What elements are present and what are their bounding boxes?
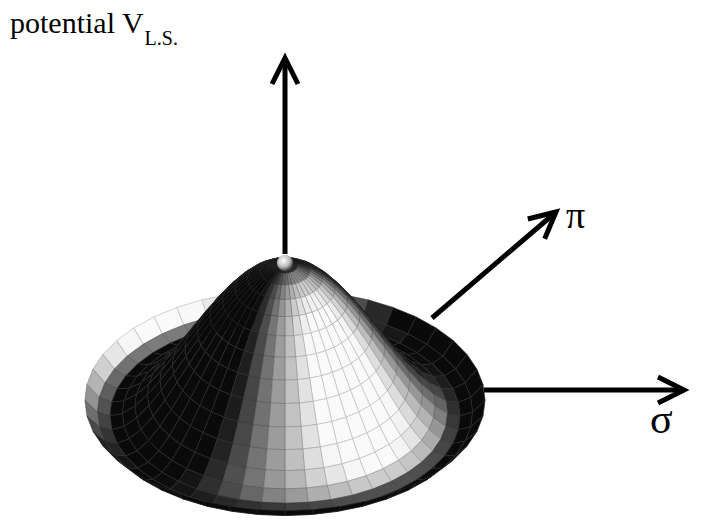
arrow-head xyxy=(272,58,298,84)
axis-label: π xyxy=(566,196,585,234)
surface-facet xyxy=(432,455,455,468)
surface-facet xyxy=(456,431,477,455)
surface-facet xyxy=(154,484,184,499)
surface-facet xyxy=(285,403,301,427)
surface-facet xyxy=(264,470,285,489)
surface-facet xyxy=(243,468,266,488)
axis-line xyxy=(283,58,288,254)
axis-label: σ xyxy=(650,398,673,440)
surface-facet xyxy=(363,493,393,506)
surface-facet xyxy=(250,425,269,449)
surface-facet xyxy=(320,443,342,467)
surface-facet xyxy=(262,488,285,503)
surface-facet xyxy=(280,285,285,300)
surface-facet xyxy=(285,426,303,449)
surface-facet xyxy=(267,426,285,449)
surface-facet xyxy=(87,416,105,441)
surface-facet xyxy=(285,316,294,336)
surface-facet xyxy=(273,357,285,380)
surface-facet xyxy=(278,299,285,316)
surface-facet xyxy=(285,273,289,285)
surface-facet xyxy=(305,468,328,488)
surface-facet xyxy=(253,401,270,426)
surface-facet xyxy=(285,470,306,489)
surface-facet xyxy=(114,455,137,468)
surface-facet xyxy=(269,403,285,427)
peak-ball xyxy=(277,255,293,271)
surface-facet xyxy=(134,473,162,491)
surface-facet xyxy=(312,506,342,514)
surface-facet xyxy=(281,273,285,285)
axis-subscript: L.S. xyxy=(145,28,178,48)
axes xyxy=(272,58,684,403)
surface-facet xyxy=(257,510,285,516)
surface-facet xyxy=(285,510,313,516)
surface-facet xyxy=(127,468,152,480)
surface-facet xyxy=(228,443,250,467)
surface-facet xyxy=(271,380,285,404)
surface-facet xyxy=(285,336,296,358)
surface-facet xyxy=(285,488,308,503)
surface-facet xyxy=(285,299,292,316)
surface-facet xyxy=(417,468,442,480)
axis-line xyxy=(484,388,684,393)
surface-facet xyxy=(257,378,273,403)
surface-facet xyxy=(246,447,267,470)
surface-facet xyxy=(297,378,313,403)
surface-facet xyxy=(285,449,305,471)
surface-facet xyxy=(285,357,297,380)
surface-facet xyxy=(265,449,285,471)
surface-facet xyxy=(285,285,290,300)
surface-facet xyxy=(177,493,207,506)
surface-facet xyxy=(303,447,324,470)
surface-facet xyxy=(285,380,299,404)
surface-facet xyxy=(386,484,416,499)
hat-surface xyxy=(85,255,485,516)
surface-facet xyxy=(294,335,306,357)
surface-facet xyxy=(264,335,276,357)
surface-facet xyxy=(465,416,483,441)
surface-facet xyxy=(296,356,310,380)
axis-title: potential V xyxy=(10,8,144,38)
surface-facet xyxy=(229,506,259,514)
arrow-head xyxy=(528,212,556,239)
surface-facet xyxy=(301,425,320,449)
surface-facet xyxy=(299,401,316,426)
surface-facet xyxy=(93,431,114,455)
surface-facet xyxy=(274,336,285,358)
surface-facet xyxy=(338,501,368,512)
axis-line xyxy=(432,212,556,318)
surface-facet xyxy=(260,356,274,380)
surface-facet xyxy=(408,473,436,491)
surface-facet xyxy=(276,316,285,336)
surface-facet xyxy=(202,501,232,512)
